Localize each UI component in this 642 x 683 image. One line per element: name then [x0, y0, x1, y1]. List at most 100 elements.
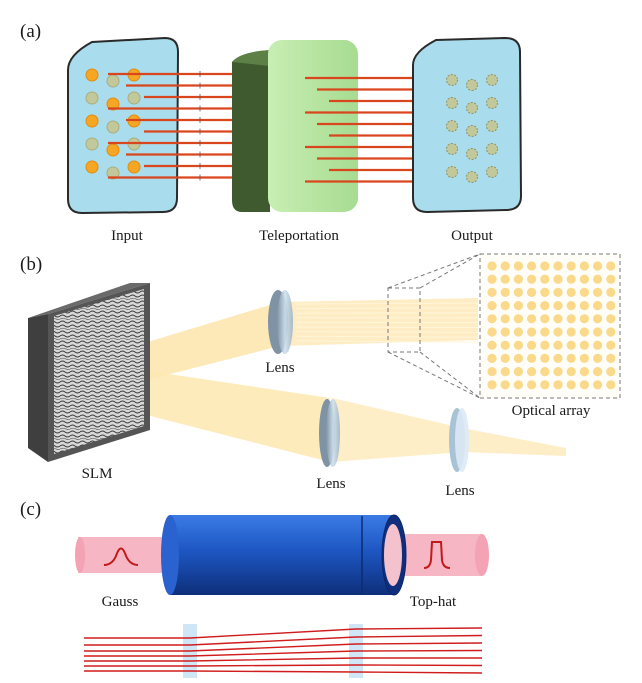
array-dot: [527, 261, 537, 271]
array-dot: [553, 261, 563, 271]
array-dot: [593, 287, 603, 297]
input-spot: [85, 160, 99, 174]
input-spot: [127, 91, 141, 105]
array-dot: [527, 314, 537, 324]
ray-line: [84, 642, 483, 652]
beam-subline: [295, 302, 479, 305]
array-dot: [593, 367, 603, 377]
array-dot: [487, 274, 497, 284]
caption-output: Output: [451, 228, 494, 244]
array-dot: [593, 327, 603, 337]
array-dot: [606, 353, 616, 363]
ray-line: [84, 627, 483, 639]
output-spot: [486, 166, 498, 178]
array-dot: [500, 367, 510, 377]
array-dot: [593, 340, 603, 350]
ray-bundle: [84, 627, 483, 674]
array-dot: [566, 287, 576, 297]
output-spot: [486, 143, 498, 155]
array-dot: [579, 353, 590, 363]
array-dot: [606, 261, 616, 271]
array-dot: [593, 380, 603, 390]
array-dot: [513, 353, 524, 363]
caption-optical-array: Optical array: [512, 403, 591, 419]
optical-array-dots: [487, 261, 616, 390]
array-dot: [606, 301, 616, 311]
panel-b-label: (b): [20, 254, 42, 275]
ray-line: [84, 670, 483, 674]
array-dot: [566, 314, 576, 324]
array-dot: [500, 353, 510, 363]
array-dot: [553, 380, 563, 390]
array-dot: [606, 314, 616, 324]
slm-side: [28, 314, 48, 462]
array-dot: [579, 327, 590, 337]
slm-pattern: [54, 289, 144, 454]
array-dot: [606, 327, 616, 337]
zoom-line-bottom: [387, 351, 481, 399]
input-spot: [85, 91, 99, 105]
beam-pink-right-cap: [475, 534, 489, 576]
array-dot: [527, 340, 537, 350]
array-dot: [540, 261, 550, 271]
array-dot: [606, 340, 616, 350]
teleportation-block: [232, 40, 358, 212]
gauss-profile: [103, 547, 139, 566]
caption-input: Input: [111, 228, 143, 244]
array-dot: [553, 287, 563, 297]
input-panel-face: [67, 36, 180, 215]
output-panel: [412, 36, 523, 214]
array-dot: [579, 340, 590, 350]
output-spot: [486, 74, 498, 86]
teleportation-block-side: [232, 50, 270, 212]
zoom-line-top-r: [419, 253, 481, 289]
array-dot: [513, 287, 524, 297]
array-dot: [487, 301, 497, 311]
array-dot: [500, 340, 510, 350]
array-dot: [579, 287, 590, 297]
array-dot: [540, 274, 550, 284]
lens-right: [449, 408, 469, 472]
array-dot: [540, 287, 550, 297]
array-dot: [593, 353, 603, 363]
array-dot: [513, 380, 524, 390]
array-dot: [513, 340, 524, 350]
array-dot: [566, 274, 576, 284]
array-dot: [500, 261, 510, 271]
panel-b: (b): [20, 253, 621, 499]
output-spot: [446, 97, 458, 109]
slm-top: [28, 283, 150, 318]
array-dot: [487, 314, 497, 324]
panel-c-label: (c): [20, 499, 41, 520]
array-dot: [513, 314, 524, 324]
output-spot: [486, 120, 498, 132]
input-spot: [85, 137, 99, 151]
array-dot: [579, 314, 590, 324]
array-dot: [566, 261, 576, 271]
array-dot: [540, 380, 550, 390]
array-dot: [579, 261, 590, 271]
beam-sublines: [295, 302, 479, 343]
output-spot: [466, 148, 478, 160]
caption-lens-right: Lens: [445, 483, 474, 499]
array-dot: [500, 327, 510, 337]
output-spot: [466, 102, 478, 114]
array-dot: [540, 367, 550, 377]
input-spots: [85, 68, 141, 180]
array-dot: [566, 353, 576, 363]
input-spot: [85, 114, 99, 128]
array-dot: [527, 301, 537, 311]
panel-c: (c) Gauss Top-hat: [20, 499, 489, 678]
array-dot: [593, 301, 603, 311]
beam-subline: [295, 307, 479, 310]
array-dot: [579, 380, 590, 390]
ray-line: [84, 664, 483, 667]
slm: [28, 283, 150, 462]
array-dot: [606, 287, 616, 297]
array-dot: [553, 314, 563, 324]
array-dot: [527, 274, 537, 284]
array-dot: [553, 301, 563, 311]
caption-slm: SLM: [82, 466, 113, 482]
array-dot: [500, 287, 510, 297]
array-dot: [500, 380, 510, 390]
